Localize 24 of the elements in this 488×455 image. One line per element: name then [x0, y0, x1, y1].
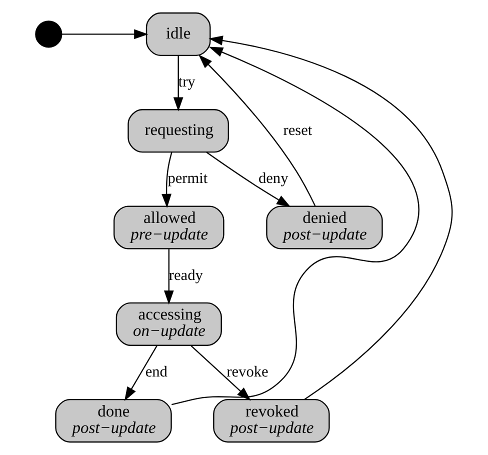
edge-label: ready	[168, 266, 203, 284]
arrow	[164, 249, 174, 305]
edge-label: end	[145, 363, 168, 380]
edge-label: deny	[258, 170, 288, 188]
edge-label: permit	[168, 170, 208, 188]
arrow	[173, 56, 184, 112]
node-box: idle	[146, 12, 211, 56]
arrow	[206, 152, 291, 208]
arrow	[190, 345, 251, 401]
arrow	[124, 345, 158, 402]
edge-label: revoke	[226, 363, 268, 380]
node-box: revoked post−update	[213, 399, 330, 443]
arrow	[172, 46, 419, 406]
node-box: allowed pre−update	[114, 206, 224, 250]
arrow	[162, 152, 172, 208]
arrow	[198, 54, 316, 206]
node-circle	[35, 20, 62, 48]
node-box: denied post−update	[266, 206, 383, 250]
node-box: requesting	[128, 109, 229, 153]
node-box: accessing on−update	[116, 302, 222, 346]
arrow	[208, 36, 453, 400]
arrow	[62, 29, 148, 40]
node-box: done post−update	[55, 399, 172, 443]
edge-label: reset	[283, 122, 312, 139]
